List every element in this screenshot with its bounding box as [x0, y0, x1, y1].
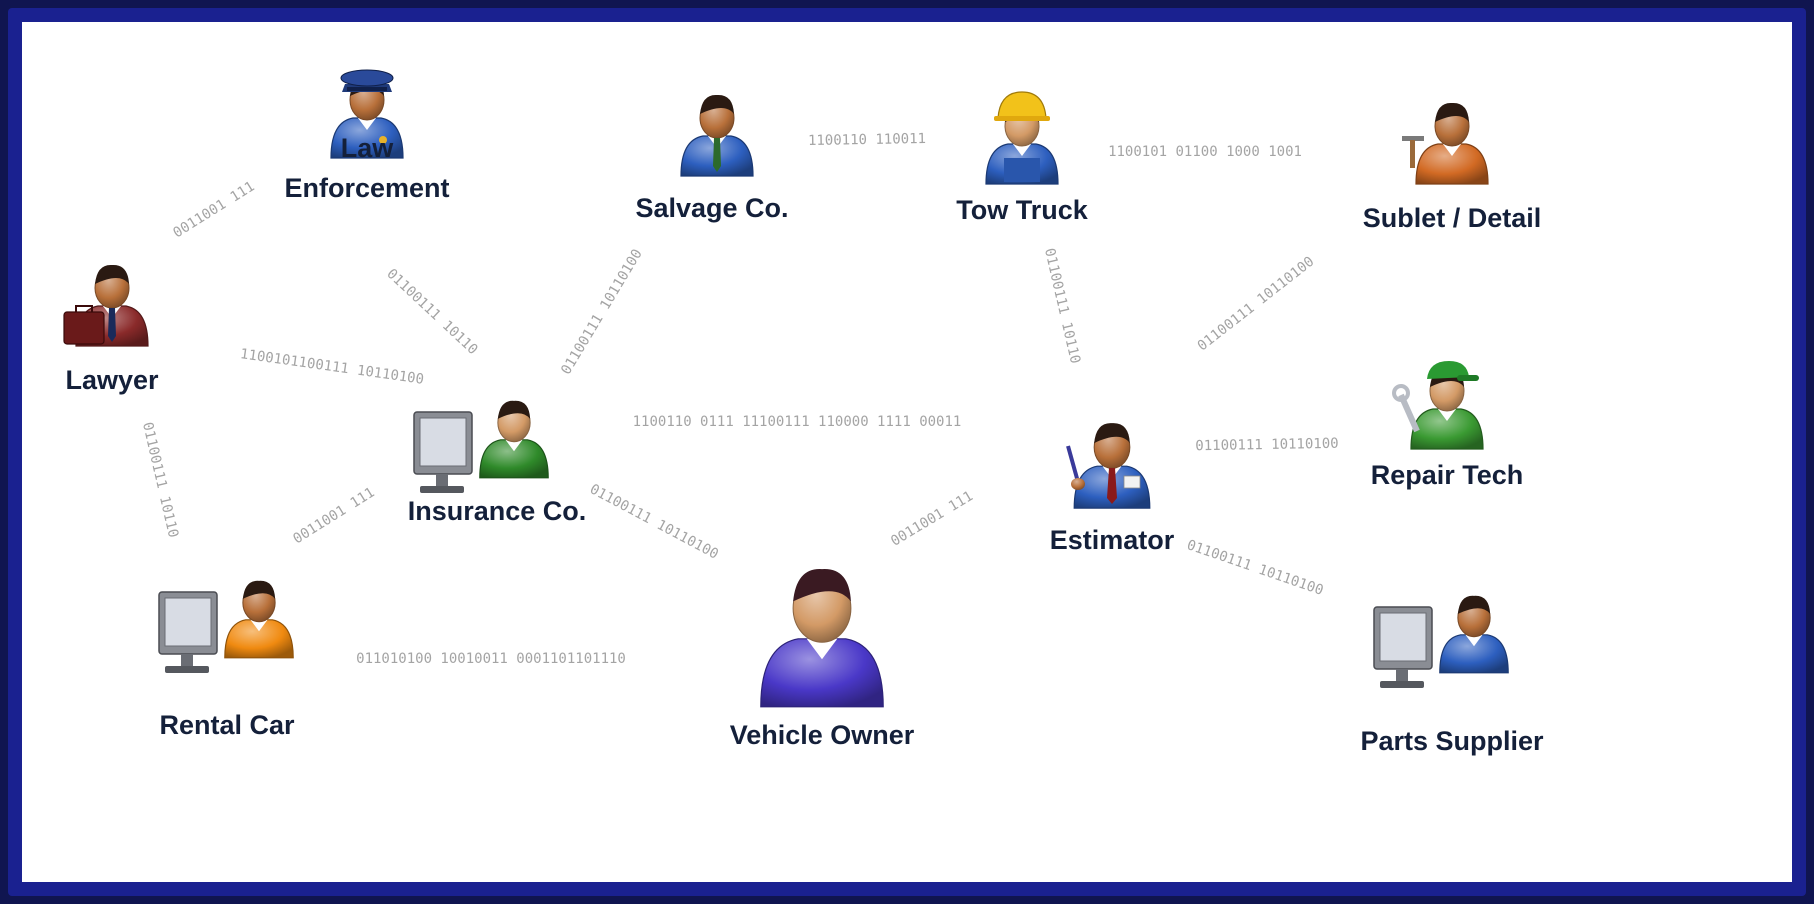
edge-label: 1100110 0111 11100111 110000 1111 00011: [633, 414, 962, 430]
edge-label: 01100111 10110100: [1195, 436, 1339, 454]
node-estimator: Estimator: [1050, 423, 1175, 555]
node-lawyer: Lawyer: [63, 264, 159, 395]
edge-label: 01100111 10110100: [1195, 254, 1318, 355]
edge-label: 01100111 10110100: [1185, 537, 1326, 599]
computer-user-icon: [158, 580, 294, 673]
edge-label: 1100101 01100 1000 1001: [1108, 144, 1302, 160]
node-tow: Tow Truck: [956, 91, 1089, 225]
node-owner: Vehicle Owner: [730, 569, 915, 750]
edge-label: 0011001 111: [888, 488, 976, 549]
node-label: Rental Car: [159, 710, 295, 740]
node-label: Lawyer: [65, 365, 159, 395]
node-repair: Repair Tech: [1371, 361, 1524, 490]
edge-label: 01100111 10110: [383, 266, 480, 358]
node-label: Tow Truck: [956, 195, 1089, 225]
node-label: Vehicle Owner: [730, 720, 915, 750]
node-parts: Parts Supplier: [1360, 595, 1544, 756]
node-label: Sublet / Detail: [1363, 203, 1542, 233]
computer-user-icon: [413, 400, 549, 493]
node-label: Parts Supplier: [1360, 726, 1544, 756]
mechanic-wrench-icon: [1392, 361, 1484, 450]
businessman-icon: [680, 94, 754, 177]
node-label: Estimator: [1050, 525, 1175, 555]
edge-label: 011010100 10010011 0001101101110: [356, 651, 626, 667]
lawyer-briefcase-icon: [63, 264, 149, 347]
edge-label: 01100111 10110: [139, 421, 181, 540]
node-sublet: Sublet / Detail: [1363, 102, 1542, 233]
node-label: Repair Tech: [1371, 460, 1524, 490]
edge-label: 01100111 10110100: [587, 481, 721, 562]
node-label: Salvage Co.: [635, 193, 788, 223]
edge-label: 0011001 111: [170, 179, 257, 242]
person-icon: [760, 569, 884, 708]
hardhat-worker-icon: [985, 91, 1059, 185]
edge-label: 01100111 10110: [1041, 247, 1083, 366]
node-insurance: Insurance Co.: [408, 400, 587, 526]
edge-label: 01100111 10110100: [558, 246, 646, 377]
edge-label: 0011001 111: [290, 485, 377, 548]
node-label: Insurance Co.: [408, 496, 587, 526]
detailer-icon: [1402, 102, 1489, 185]
police-officer-icon: [330, 69, 404, 159]
node-salvage: Salvage Co.: [635, 94, 789, 223]
node-label: Enforcement: [284, 173, 449, 203]
edge-label: 1100110 110011: [808, 131, 926, 149]
estimator-icon: [1066, 423, 1151, 509]
node-label: Law: [341, 133, 395, 163]
node-rental: Rental Car: [158, 580, 295, 740]
computer-user-icon: [1373, 595, 1509, 688]
edge-label: 1100101100111 10110100: [239, 346, 425, 388]
